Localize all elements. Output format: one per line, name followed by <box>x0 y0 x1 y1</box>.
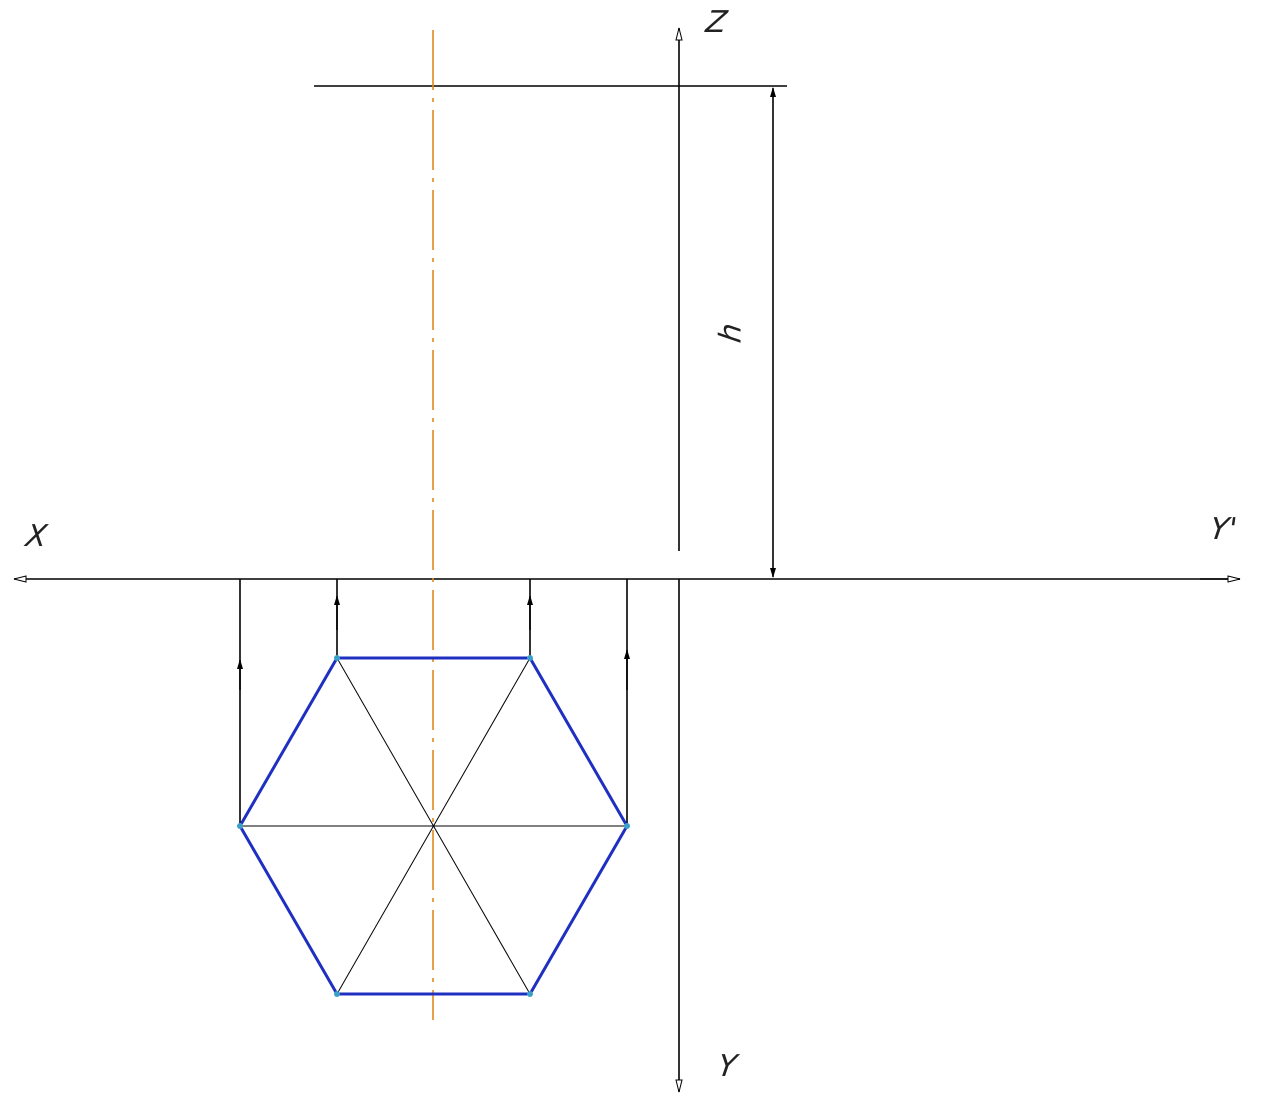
vertex-point <box>334 655 340 661</box>
vertex-point <box>624 823 630 829</box>
hexagon-vertices <box>237 655 630 997</box>
hexagon-diagonal-2 <box>336 657 531 995</box>
vertex-point <box>237 823 243 829</box>
dimension-h-label: h <box>713 320 749 345</box>
x-axis-label: X <box>23 519 50 554</box>
vertex-point <box>527 655 533 661</box>
y-prime-axis-label: Y' <box>1207 512 1240 547</box>
z-axis-label: Z <box>703 5 730 40</box>
vertex-point <box>527 991 533 997</box>
vertex-point <box>334 991 340 997</box>
